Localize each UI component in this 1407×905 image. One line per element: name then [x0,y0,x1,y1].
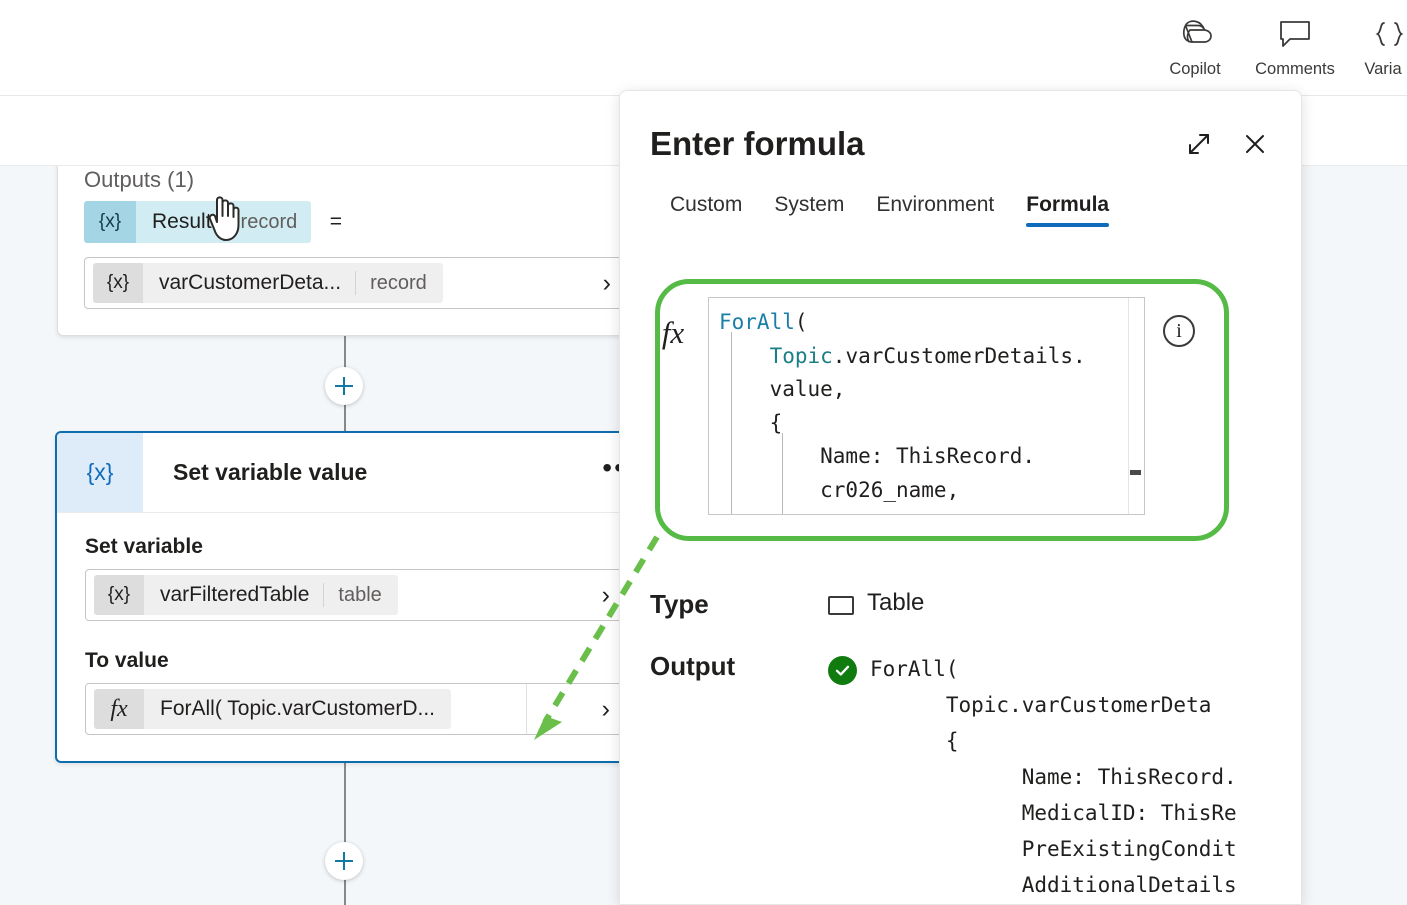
formula-editor-row: fx ForAll( Topic.varCustomerDetails. val… [650,297,1270,515]
result-variable-chip[interactable]: {x} Result record [84,201,312,243]
to-value-field[interactable]: fx ForAll( Topic.varCustomerD... › [85,683,629,735]
toolbar-item-copilot[interactable]: Copilot [1145,8,1245,79]
top-toolbar-actions: Copilot Comments [1145,8,1407,79]
result-chip-name: Result [152,210,212,233]
node-header: {x} Set variable value ••• [57,433,657,513]
indent-guide-1 [731,332,732,514]
output-row: Output ForAll( Topic.varCustomerDeta { N… [650,651,1237,903]
tab-environment[interactable]: Environment [876,193,995,216]
panel-header: Enter formula [620,91,1301,163]
set-variable-label: Set variable [85,535,203,558]
result-chip-body: Result record [136,201,312,243]
outputs-value-type: record [370,271,427,294]
info-icon[interactable]: i [1163,315,1195,347]
tab-formula[interactable]: Formula [1010,193,1125,227]
outputs-title: Outputs (1) [84,167,195,192]
output-label: Output [650,651,736,681]
outputs-value-field[interactable]: {x} varCustomerDeta... record › [84,257,630,309]
result-chip-type: record [240,210,298,233]
panel-title: Enter formula [650,125,865,162]
outputs-value-body: varCustomerDeta... record [143,263,443,303]
copilot-icon [1175,14,1215,54]
variable-brace-icon: {x} [84,201,136,243]
formula-code-text: ForAll( Topic.varCustomerDetails. value,… [719,310,1086,502]
tab-custom[interactable]: Custom [670,193,743,216]
set-variable-pill: {x} varFilteredTable table [94,575,398,615]
variables-icon [1371,14,1405,54]
chevron-right-icon[interactable]: › [601,694,610,723]
set-variable-type: table [338,583,382,606]
toolbar-label-comments: Comments [1255,60,1335,78]
close-icon[interactable] [1239,128,1271,160]
success-check-icon [828,656,857,685]
to-value-name: ForAll( Topic.varCustomerD... [160,697,436,720]
set-variable-body: varFilteredTable table [144,575,398,615]
variable-brace-icon: {x} [93,263,143,303]
enter-formula-panel: Enter formula [619,90,1302,905]
chip-divider [225,211,227,233]
fx-icon: fx [661,315,685,350]
panel-header-buttons [1183,128,1271,160]
toolbar-label-variables: Varia [1364,60,1402,78]
top-toolbar: Copilot Comments [0,0,1407,96]
type-value: Table [867,589,925,616]
add-node-button-top[interactable] [325,367,363,405]
expand-icon[interactable] [1183,128,1215,160]
set-variable-field[interactable]: {x} varFilteredTable table › [85,569,629,621]
chevron-right-icon[interactable]: › [602,268,611,297]
set-variable-name: varFilteredTable [160,583,310,606]
type-label: Type [650,589,709,619]
outputs-card: Outputs (1) {x} Result record = {x} varC [57,166,657,336]
add-node-button-bottom[interactable] [325,842,363,880]
tab-system[interactable]: System [774,193,845,216]
type-row: Type Table [650,589,924,620]
node-body: Set variable {x} varFilteredTable table … [57,513,657,761]
formula-code-editor[interactable]: ForAll( Topic.varCustomerDetails. value,… [708,297,1145,515]
editor-scrollbar[interactable] [1128,298,1144,514]
pill-divider [355,271,357,295]
toolbar-item-comments[interactable]: Comments [1245,8,1345,79]
toolbar-label-copilot: Copilot [1169,60,1221,78]
editor-scrollbar-thumb[interactable] [1130,470,1141,475]
panel-tabs: Custom System Environment Formula [620,163,1301,227]
outputs-value-name: varCustomerDeta... [159,271,342,294]
pill-divider [323,583,325,607]
output-code-text: ForAll( Topic.varCustomerDeta { Name: Th… [870,657,1237,897]
equals-sign: = [329,210,342,233]
fx-icon: fx [94,689,144,729]
chevron-right-icon[interactable]: › [601,580,610,609]
to-value-label: To value [85,649,169,672]
table-icon [828,596,854,615]
variable-brace-icon: {x} [57,433,143,512]
set-variable-value-node[interactable]: {x} Set variable value ••• Set variable … [55,431,659,763]
comments-icon [1276,14,1314,54]
to-value-pill: fx ForAll( Topic.varCustomerD... [94,689,452,729]
to-value-body: ForAll( Topic.varCustomerD... [144,689,452,729]
connector-line-bottom [344,651,346,905]
outputs-value-pill: {x} varCustomerDeta... record [93,263,443,303]
node-title: Set variable value [173,459,368,485]
variable-brace-icon: {x} [94,575,144,615]
field-divider [525,684,527,734]
indent-guide-2 [782,433,783,514]
toolbar-item-variables[interactable]: Varia [1345,8,1407,79]
